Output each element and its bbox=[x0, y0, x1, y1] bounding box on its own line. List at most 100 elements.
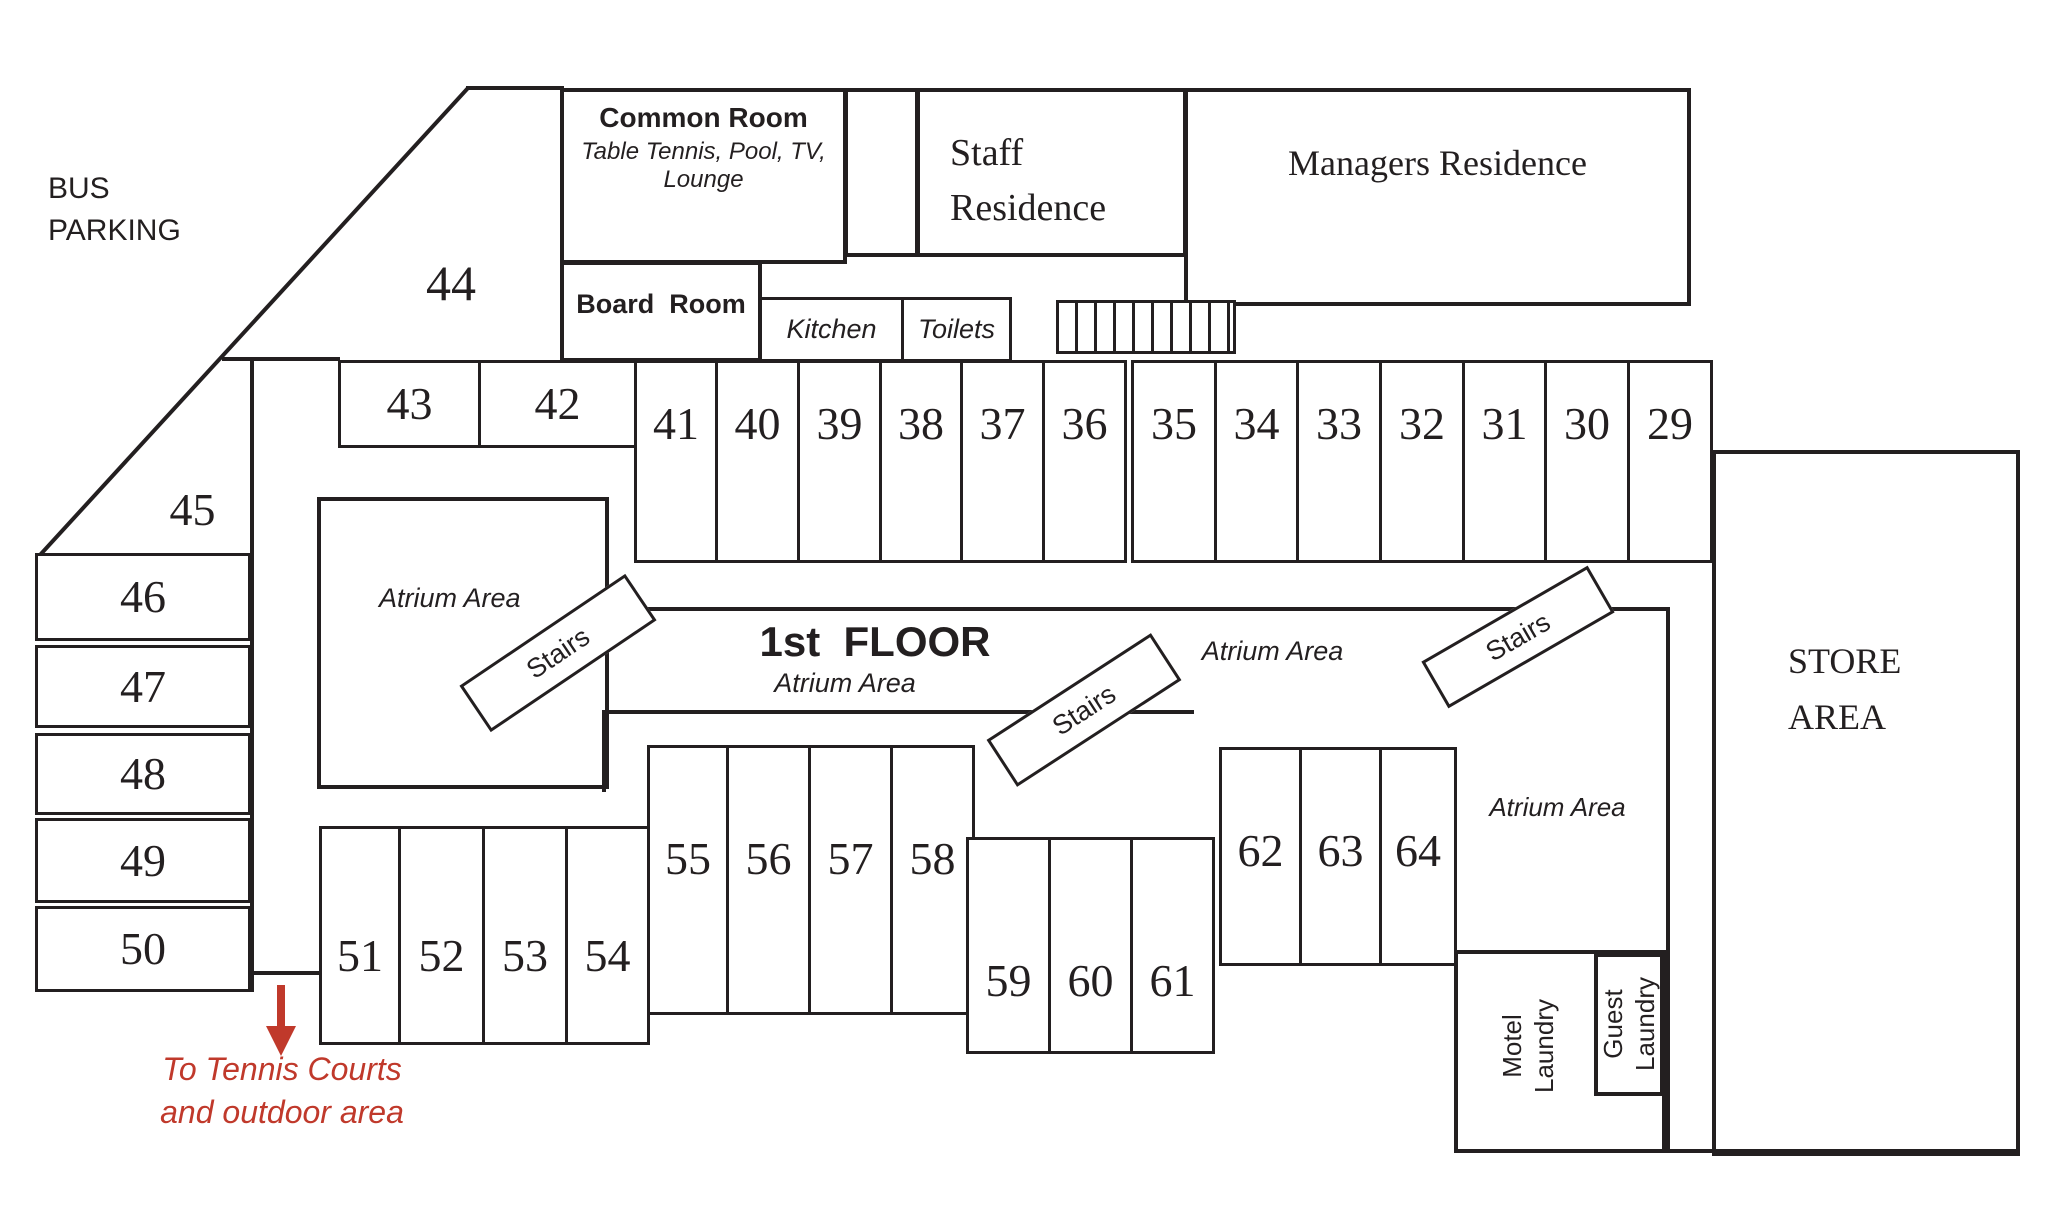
kitchen-label: Kitchen bbox=[786, 314, 877, 344]
room-63: 63 bbox=[1299, 747, 1382, 966]
room-33-label: 33 bbox=[1316, 398, 1362, 449]
staff-residence-line1: Staff bbox=[950, 132, 1024, 174]
room-42: 42 bbox=[478, 360, 637, 448]
tennis-courts-line2: and outdoor area bbox=[160, 1094, 404, 1131]
room-64-label: 64 bbox=[1395, 825, 1441, 876]
room-46: 46 bbox=[35, 553, 251, 641]
room-39-label: 39 bbox=[816, 398, 863, 449]
room-32: 32 bbox=[1379, 360, 1465, 563]
bus-parking-line1: BUS bbox=[48, 172, 110, 205]
kitchen: Kitchen bbox=[759, 297, 904, 362]
room-49-label: 49 bbox=[120, 834, 166, 886]
room-55-label: 55 bbox=[665, 833, 711, 884]
room-47-label: 47 bbox=[120, 660, 166, 712]
room-41: 41 bbox=[634, 360, 718, 563]
toilets: Toilets bbox=[901, 297, 1012, 362]
room-49: 49 bbox=[35, 818, 251, 903]
room-45-label: 45 bbox=[169, 484, 216, 535]
room-43: 43 bbox=[338, 360, 481, 448]
atrium-area-left-label: Atrium Area bbox=[379, 583, 521, 613]
toilets-label: Toilets bbox=[917, 314, 996, 344]
room-29-label: 29 bbox=[1647, 398, 1693, 449]
room-42-label: 42 bbox=[534, 378, 581, 429]
room-51: 51 bbox=[319, 826, 401, 1045]
guest-laundry bbox=[1594, 953, 1664, 1096]
room-36: 36 bbox=[1042, 360, 1127, 563]
bus-parking-label: BUS PARKING bbox=[48, 168, 181, 252]
room-40-label: 40 bbox=[734, 398, 781, 449]
common-room: Common Room Table Tennis, Pool, TV, Loun… bbox=[560, 88, 847, 264]
motel-laundry-line1: Motel bbox=[1496, 1014, 1527, 1078]
staff-residence: Staff Residence bbox=[916, 88, 1187, 257]
room-58-label: 58 bbox=[909, 833, 956, 884]
store-area-line2: AREA bbox=[1788, 696, 1886, 737]
motel-laundry-line2: Laundry bbox=[1529, 999, 1559, 1093]
room-44-label: 44 bbox=[426, 255, 476, 311]
diagonal-wall bbox=[38, 86, 470, 557]
common-room-title: Common Room bbox=[599, 102, 808, 133]
room-39: 39 bbox=[797, 360, 882, 563]
managers-residence: Managers Residence bbox=[1184, 88, 1691, 306]
room-52: 52 bbox=[398, 826, 485, 1045]
room-63-label: 63 bbox=[1317, 825, 1364, 876]
room-57-label: 57 bbox=[827, 833, 874, 884]
guest-laundry-line2: Laundry bbox=[1630, 977, 1660, 1071]
store-area-line1: STORE bbox=[1788, 641, 1902, 681]
room-33: 33 bbox=[1296, 360, 1382, 563]
store-area-label: STORE AREA bbox=[1788, 634, 1901, 746]
room-38: 38 bbox=[879, 360, 963, 563]
room-64: 64 bbox=[1379, 747, 1457, 966]
corridor-room bbox=[844, 88, 919, 257]
room-34-label: 34 bbox=[1233, 398, 1280, 449]
room-61-label: 61 bbox=[1149, 955, 1196, 1006]
room-52-label: 52 bbox=[418, 930, 465, 981]
room-61: 61 bbox=[1130, 837, 1215, 1054]
room-30-label: 30 bbox=[1564, 398, 1610, 449]
entry-stairs-hatch bbox=[1056, 300, 1236, 354]
room-51-label: 51 bbox=[337, 930, 383, 981]
common-room-subtitle-1: Table Tennis, Pool, TV, bbox=[581, 138, 826, 165]
room-48-label: 48 bbox=[120, 748, 166, 799]
wall-corridor-step bbox=[602, 710, 606, 792]
room-31-label: 31 bbox=[1481, 398, 1528, 449]
room-31: 31 bbox=[1462, 360, 1547, 563]
wall-corridor-bottom bbox=[602, 710, 1194, 714]
room-43-label: 43 bbox=[386, 378, 433, 429]
atrium-area-corridor-label: Atrium Area bbox=[774, 668, 916, 698]
wall-corridor-top bbox=[630, 607, 1670, 611]
room-56: 56 bbox=[726, 745, 811, 1015]
wall-bottom bbox=[1454, 1149, 2020, 1153]
wall-right-vertical bbox=[1666, 607, 1670, 1153]
room-47: 47 bbox=[35, 645, 251, 728]
room-38-label: 38 bbox=[898, 398, 944, 449]
tennis-courts-note: To Tennis Courts and outdoor area bbox=[148, 1048, 416, 1134]
room-41-label: 41 bbox=[653, 398, 699, 449]
room-50-label: 50 bbox=[120, 923, 166, 974]
room-50: 50 bbox=[35, 906, 251, 992]
guest-laundry-label: Guest Laundry bbox=[1594, 954, 1664, 1094]
room-34: 34 bbox=[1214, 360, 1299, 563]
room-37: 37 bbox=[960, 360, 1045, 563]
room-57: 57 bbox=[808, 745, 893, 1015]
room-46-label: 46 bbox=[120, 571, 166, 622]
staff-residence-label: Staff Residence bbox=[950, 126, 1106, 236]
bus-parking-line2: PARKING bbox=[48, 214, 181, 247]
floor-title: 1st FLOOR bbox=[759, 618, 991, 665]
managers-residence-label: Managers Residence bbox=[1288, 143, 1587, 183]
room-30: 30 bbox=[1544, 360, 1630, 563]
room-55: 55 bbox=[647, 745, 729, 1015]
board-room-label: Board Room bbox=[576, 289, 746, 319]
wall-left-horizontal bbox=[222, 357, 340, 361]
room-60-label: 60 bbox=[1067, 955, 1114, 1006]
staff-residence-line2: Residence bbox=[950, 187, 1107, 230]
room-54: 54 bbox=[565, 826, 650, 1045]
room-53: 53 bbox=[482, 826, 568, 1045]
room-36-label: 36 bbox=[1061, 398, 1108, 449]
room-59-label: 59 bbox=[985, 955, 1032, 1006]
room-59: 59 bbox=[966, 837, 1051, 1054]
room-62: 62 bbox=[1219, 747, 1302, 966]
room-48: 48 bbox=[35, 733, 251, 815]
wall-top-segment bbox=[466, 86, 564, 90]
room-53-label: 53 bbox=[502, 930, 548, 981]
